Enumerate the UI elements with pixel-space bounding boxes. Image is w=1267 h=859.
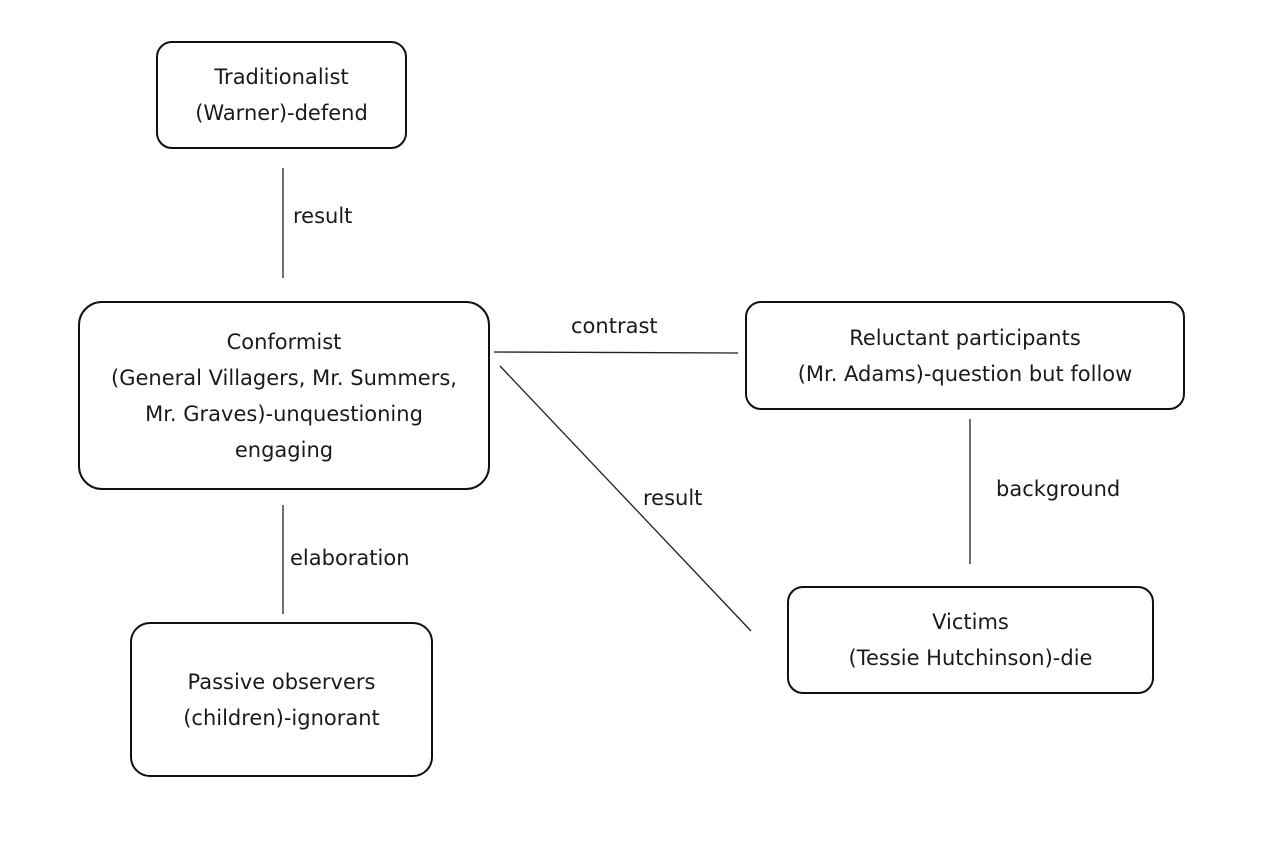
node-title: Conformist bbox=[226, 329, 342, 354]
node-title: Traditionalist bbox=[214, 65, 349, 89]
node-passive-observers: Passive observers (children)-ignorant bbox=[130, 622, 433, 777]
node-detail: (Mr. Adams)-question but follow bbox=[797, 361, 1133, 386]
node-title: Victims bbox=[932, 610, 1009, 634]
node-detail: Mr. Graves)-unquestioning bbox=[145, 401, 423, 426]
edge-label-background: background bbox=[996, 477, 1121, 501]
node-detail: (Warner)-defend bbox=[195, 101, 368, 125]
node-traditionalist: Traditionalist (Warner)-defend bbox=[156, 41, 407, 149]
edge-conformist-victims bbox=[499, 365, 752, 632]
node-detail: engaging bbox=[234, 437, 334, 462]
node-conformist: Conformist (General Villagers, Mr. Summe… bbox=[78, 301, 490, 490]
node-detail: (children)-ignorant bbox=[183, 705, 380, 730]
node-detail: (Tessie Hutchinson)-die bbox=[848, 646, 1093, 670]
node-detail: (General Villagers, Mr. Summers, bbox=[111, 365, 457, 390]
node-title: Reluctant participants bbox=[849, 325, 1081, 350]
edge-label-contrast: contrast bbox=[571, 314, 658, 338]
node-reluctant-participants: Reluctant participants (Mr. Adams)-quest… bbox=[745, 301, 1185, 410]
edge-conformist-reluctant bbox=[493, 351, 739, 354]
node-victims: Victims (Tessie Hutchinson)-die bbox=[787, 586, 1154, 694]
node-title: Passive observers bbox=[187, 669, 376, 694]
edge-label-result-victims: result bbox=[643, 486, 703, 510]
edge-label-result-traditionalist: result bbox=[293, 204, 353, 228]
edge-label-elaboration: elaboration bbox=[290, 546, 410, 570]
